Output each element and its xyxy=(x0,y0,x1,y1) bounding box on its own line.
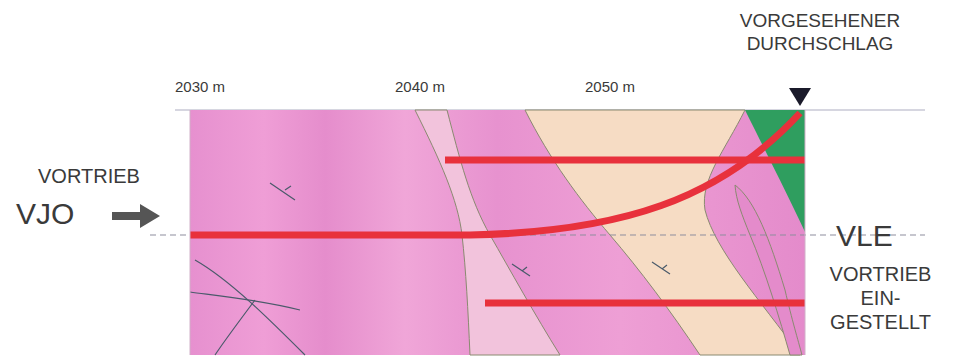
chainage-label: 2050 m xyxy=(570,78,650,96)
breakthrough-marker xyxy=(789,88,811,106)
tunnel-drives xyxy=(190,113,805,303)
stopped-drive-label: VORTRIEB EIN- GESTELLT xyxy=(818,262,943,334)
fault-lines xyxy=(190,183,670,355)
breakthrough-label: VORGESEHENER DURCHSCHLAG xyxy=(730,10,910,56)
rock-zone xyxy=(745,110,805,232)
section-edge xyxy=(805,110,806,355)
drive-name: VLE xyxy=(836,218,936,254)
drive-arrow xyxy=(112,204,160,228)
chainage-label: 2030 m xyxy=(160,78,240,96)
drive-name: VJO xyxy=(16,196,111,232)
rock-mass xyxy=(190,110,805,355)
chainage-label: 2040 m xyxy=(380,78,460,96)
rock-band xyxy=(735,185,802,355)
section-edge xyxy=(190,110,191,355)
drive-label: VORTRIEB xyxy=(38,164,168,188)
